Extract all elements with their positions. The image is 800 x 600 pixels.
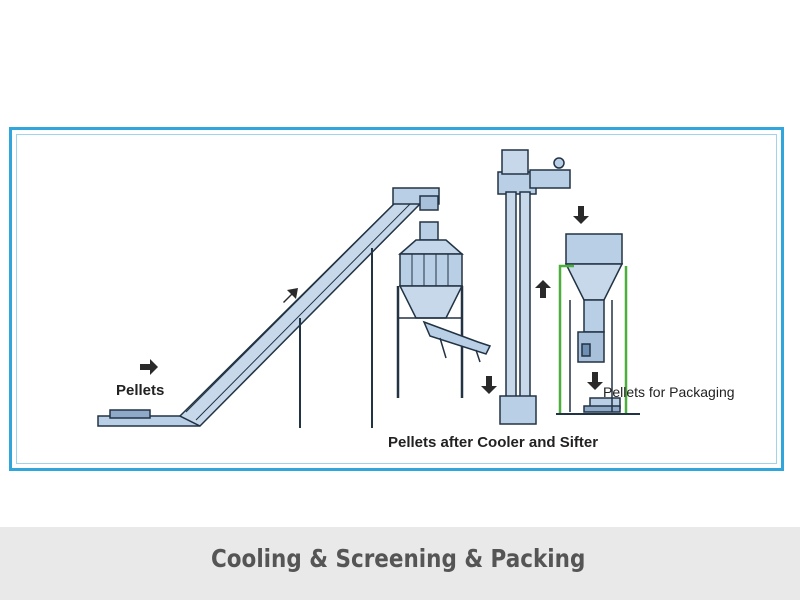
- arrow-down-icon: [587, 372, 603, 390]
- pellets-label: Pellets: [116, 382, 165, 399]
- footer-title: Cooling & Screening & Packing: [210, 544, 586, 573]
- pellets-after-cooler-label: Pellets after Cooler and Sifter: [388, 434, 599, 451]
- footer-band: [0, 527, 800, 600]
- pellet-sifter: [422, 320, 492, 363]
- arrow-down-icon: [573, 206, 589, 224]
- arrow-down-icon: [481, 376, 497, 394]
- counterflow-cooler: [396, 221, 464, 398]
- diagram-frame-inner: [16, 134, 777, 464]
- bucket-elevator: [497, 149, 571, 425]
- arrow-up-right-icon: [283, 288, 298, 303]
- packing-scale: [564, 233, 624, 413]
- packing-support-frame: [556, 264, 640, 415]
- arrow-right-icon: [140, 359, 158, 375]
- pellets-for-packaging-label: Pellets for Packaging: [603, 384, 735, 400]
- conveyor-support-legs: [299, 248, 373, 428]
- arrow-up-icon: [535, 280, 551, 298]
- inclined-conveyor: [97, 187, 440, 427]
- flow-arrows: [140, 206, 603, 394]
